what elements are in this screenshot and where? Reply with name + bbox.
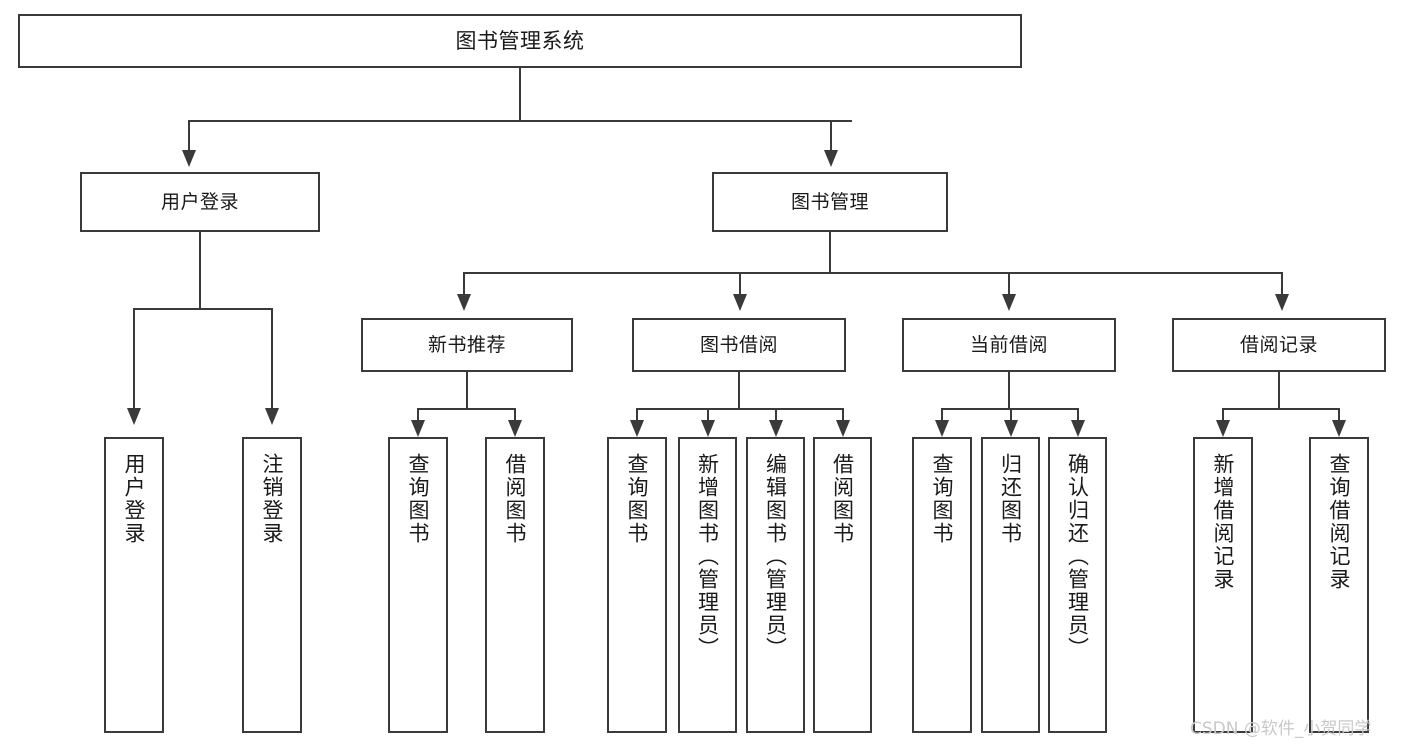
connector-book-manage-drop-4 [1281,272,1283,296]
connector-new-book-stem [466,372,468,408]
connector-user-login-bus [133,308,272,310]
arrowhead-to-add-record [1216,420,1230,437]
arrowhead-root-to-book-manage [824,150,838,167]
connector-root-drop-2 [830,120,832,152]
connector-book-borrow-stem [738,372,740,408]
node-label: 确认归还（管理员） [1065,453,1090,660]
node-label: 编辑图书（管理员） [763,453,788,660]
node-label: 图书借阅 [699,333,778,356]
connector-book-manage-bus [463,272,1281,274]
leaf-add-book[interactable]: 新增图书（管理员） [678,437,737,733]
connector-book-manage-stem [829,232,831,272]
leaf-user-login[interactable]: 用户登录 [104,437,164,733]
node-book-borrow[interactable]: 图书借阅 [632,318,846,372]
connector-user-login-drop-2 [271,308,273,410]
connector-book-borrow-drop-4 [842,408,844,422]
arrowhead-to-borrow-book-1 [508,420,522,437]
arrowhead-to-edit-book [769,420,783,437]
node-label: 新增借阅记录 [1211,453,1236,591]
node-label: 图书管理 [790,190,869,213]
connector-user-login-stem [199,232,201,308]
connector-borrow-record-drop-1 [1222,408,1224,422]
leaf-add-borrow-record[interactable]: 新增借阅记录 [1193,437,1253,733]
arrowhead-to-user-login-leaf [127,408,141,425]
node-label: 查询图书 [625,453,650,545]
arrowhead-to-query-book-1 [411,420,425,437]
connector-root-drop-1 [188,120,190,152]
leaf-borrow-book[interactable]: 借阅图书 [813,437,872,733]
node-label: 归还图书 [998,453,1023,545]
leaf-confirm-return[interactable]: 确认归还（管理员） [1048,437,1107,733]
leaf-return-book[interactable]: 归还图书 [981,437,1040,733]
node-root-system[interactable]: 图书管理系统 [18,14,1022,68]
node-label: 查询借阅记录 [1327,453,1352,591]
arrowhead-to-borrow-book-2 [836,420,850,437]
node-label: 借阅图书 [503,453,528,545]
leaf-borrow-book-recommend[interactable]: 借阅图书 [485,437,545,733]
node-label: 借阅记录 [1239,333,1318,356]
connector-book-borrow-bus [636,408,844,410]
leaf-edit-book[interactable]: 编辑图书（管理员） [746,437,805,733]
node-label: 注销登录 [260,453,285,545]
node-label: 当前借阅 [969,333,1048,356]
connector-new-book-drop-2 [514,408,516,422]
leaf-query-book-recommend[interactable]: 查询图书 [388,437,448,733]
connector-borrow-record-bus [1222,408,1340,410]
arrowhead-to-query-book-2 [630,420,644,437]
connector-root-stem [519,68,521,120]
arrowhead-to-logout-leaf [265,408,279,425]
connector-current-borrow-drop-3 [1077,408,1079,422]
watermark-text: CSDN @软件_小贺同学 [1190,719,1372,739]
connector-user-login-drop-1 [133,308,135,410]
arrowhead-to-current-borrow [1002,294,1016,311]
connector-current-borrow-drop-2 [1010,408,1012,422]
node-new-book-recommend[interactable]: 新书推荐 [361,318,573,372]
node-book-manage[interactable]: 图书管理 [712,172,948,232]
node-user-login[interactable]: 用户登录 [80,172,320,232]
arrowhead-to-add-book [701,420,715,437]
connector-current-borrow-drop-1 [941,408,943,422]
connector-borrow-record-drop-2 [1338,408,1340,422]
connector-new-book-bus [417,408,516,410]
arrowhead-to-return-book [1004,420,1018,437]
connector-book-manage-drop-3 [1008,272,1010,296]
leaf-logout[interactable]: 注销登录 [242,437,302,733]
connector-book-borrow-drop-1 [636,408,638,422]
node-label: 借阅图书 [830,453,855,545]
node-label: 用户登录 [160,190,239,213]
connector-current-borrow-stem [1008,372,1010,408]
arrowhead-to-book-borrow [733,294,747,311]
arrowhead-to-query-book-3 [935,420,949,437]
arrowhead-to-confirm-return [1071,420,1085,437]
leaf-query-book-borrow[interactable]: 查询图书 [607,437,667,733]
node-label: 新书推荐 [427,333,506,356]
node-label: 图书管理系统 [455,28,585,53]
arrowhead-root-to-user-login [182,150,196,167]
connector-new-book-drop-1 [417,408,419,422]
connector-book-manage-drop-2 [739,272,741,296]
connector-book-manage-drop-1 [463,272,465,296]
node-label: 用户登录 [122,453,147,545]
arrowhead-to-query-record [1332,420,1346,437]
node-label: 查询图书 [930,453,955,545]
connector-book-borrow-drop-2 [707,408,709,422]
arrowhead-to-borrow-record [1275,294,1289,311]
connector-root-bus [188,120,852,122]
node-current-borrow[interactable]: 当前借阅 [902,318,1116,372]
node-borrow-record[interactable]: 借阅记录 [1172,318,1386,372]
node-label: 查询图书 [406,453,431,545]
arrowhead-to-new-book [457,294,471,311]
leaf-query-borrow-record[interactable]: 查询借阅记录 [1309,437,1369,733]
leaf-query-book-current[interactable]: 查询图书 [912,437,972,733]
connector-book-borrow-drop-3 [775,408,777,422]
node-label: 新增图书（管理员） [695,453,720,660]
connector-borrow-record-stem [1278,372,1280,408]
